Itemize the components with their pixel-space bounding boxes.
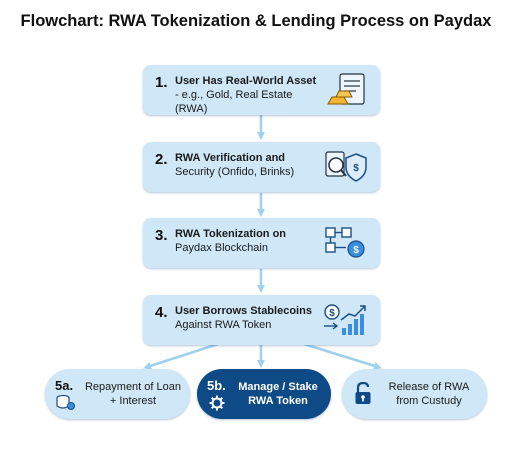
- svg-text:$: $: [329, 308, 335, 319]
- gear-icon: [209, 395, 225, 411]
- arrow-4-release: [303, 342, 382, 370]
- step-2-box: 2. RWA Verification and Security (Onfido…: [143, 142, 380, 192]
- outcome-number: 5a.: [55, 378, 74, 393]
- magnifier-shield-icon: $: [325, 151, 367, 182]
- outcome-manage-stake: 5b. Manage / Stake RWA Token: [197, 369, 331, 419]
- outcome-title: Release of RWA: [388, 381, 470, 393]
- step-1-box: 1. User Has Real-World Asset - e.g., Gol…: [143, 65, 380, 115]
- step-subtitle: Paydax Blockchain: [175, 242, 268, 254]
- outcome-subtitle: RWA Token: [248, 395, 308, 407]
- dollar-growth-chart-icon: $: [324, 304, 366, 335]
- gold-bars-document-icon: [327, 73, 365, 105]
- coin-stack-icon: [56, 394, 75, 410]
- step-subtitle: Security (Onfido, Brinks): [175, 166, 295, 178]
- step-subtitle: - e.g., Gold, Real Estate (RWA): [175, 89, 293, 115]
- outcome-number: 5b.: [207, 378, 226, 393]
- svg-text:$: $: [353, 163, 359, 174]
- arrow-4-5a: [143, 342, 219, 370]
- step-number: 1.: [155, 74, 168, 91]
- blockchain-token-icon: $: [325, 227, 365, 258]
- step-3-box: 3. RWA Tokenization on Paydax Blockchain…: [143, 218, 380, 268]
- step-title: RWA Verification and: [175, 152, 286, 164]
- step-title: RWA Tokenization on: [175, 228, 287, 240]
- step-number: 2.: [155, 151, 168, 168]
- outcome-title: Repayment of Loan: [84, 381, 181, 393]
- step-number: 3.: [155, 227, 168, 244]
- step-number: 4.: [155, 304, 168, 321]
- outcome-subtitle: + Interest: [109, 395, 157, 407]
- outcome-title: Manage / Stake: [238, 381, 318, 393]
- unlock-icon: [355, 382, 371, 404]
- outcome-subtitle: from Custudy: [396, 395, 462, 407]
- step-4-box: 4. User Borrows Stablecoins Against RWA …: [143, 295, 380, 345]
- diagram-title: Flowchart: RWA Tokenization & Lending Pr…: [20, 12, 492, 30]
- step-title: User Has Real-World Asset: [175, 75, 317, 87]
- outcome-release: Release of RWA from Custudy: [342, 369, 487, 419]
- step-title: User Borrows Stablecoins: [175, 305, 312, 317]
- outcome-repayment: 5a. Repayment of Loan + Interest: [45, 369, 190, 419]
- step-subtitle: Against RWA Token: [175, 319, 272, 331]
- svg-text:$: $: [353, 245, 359, 256]
